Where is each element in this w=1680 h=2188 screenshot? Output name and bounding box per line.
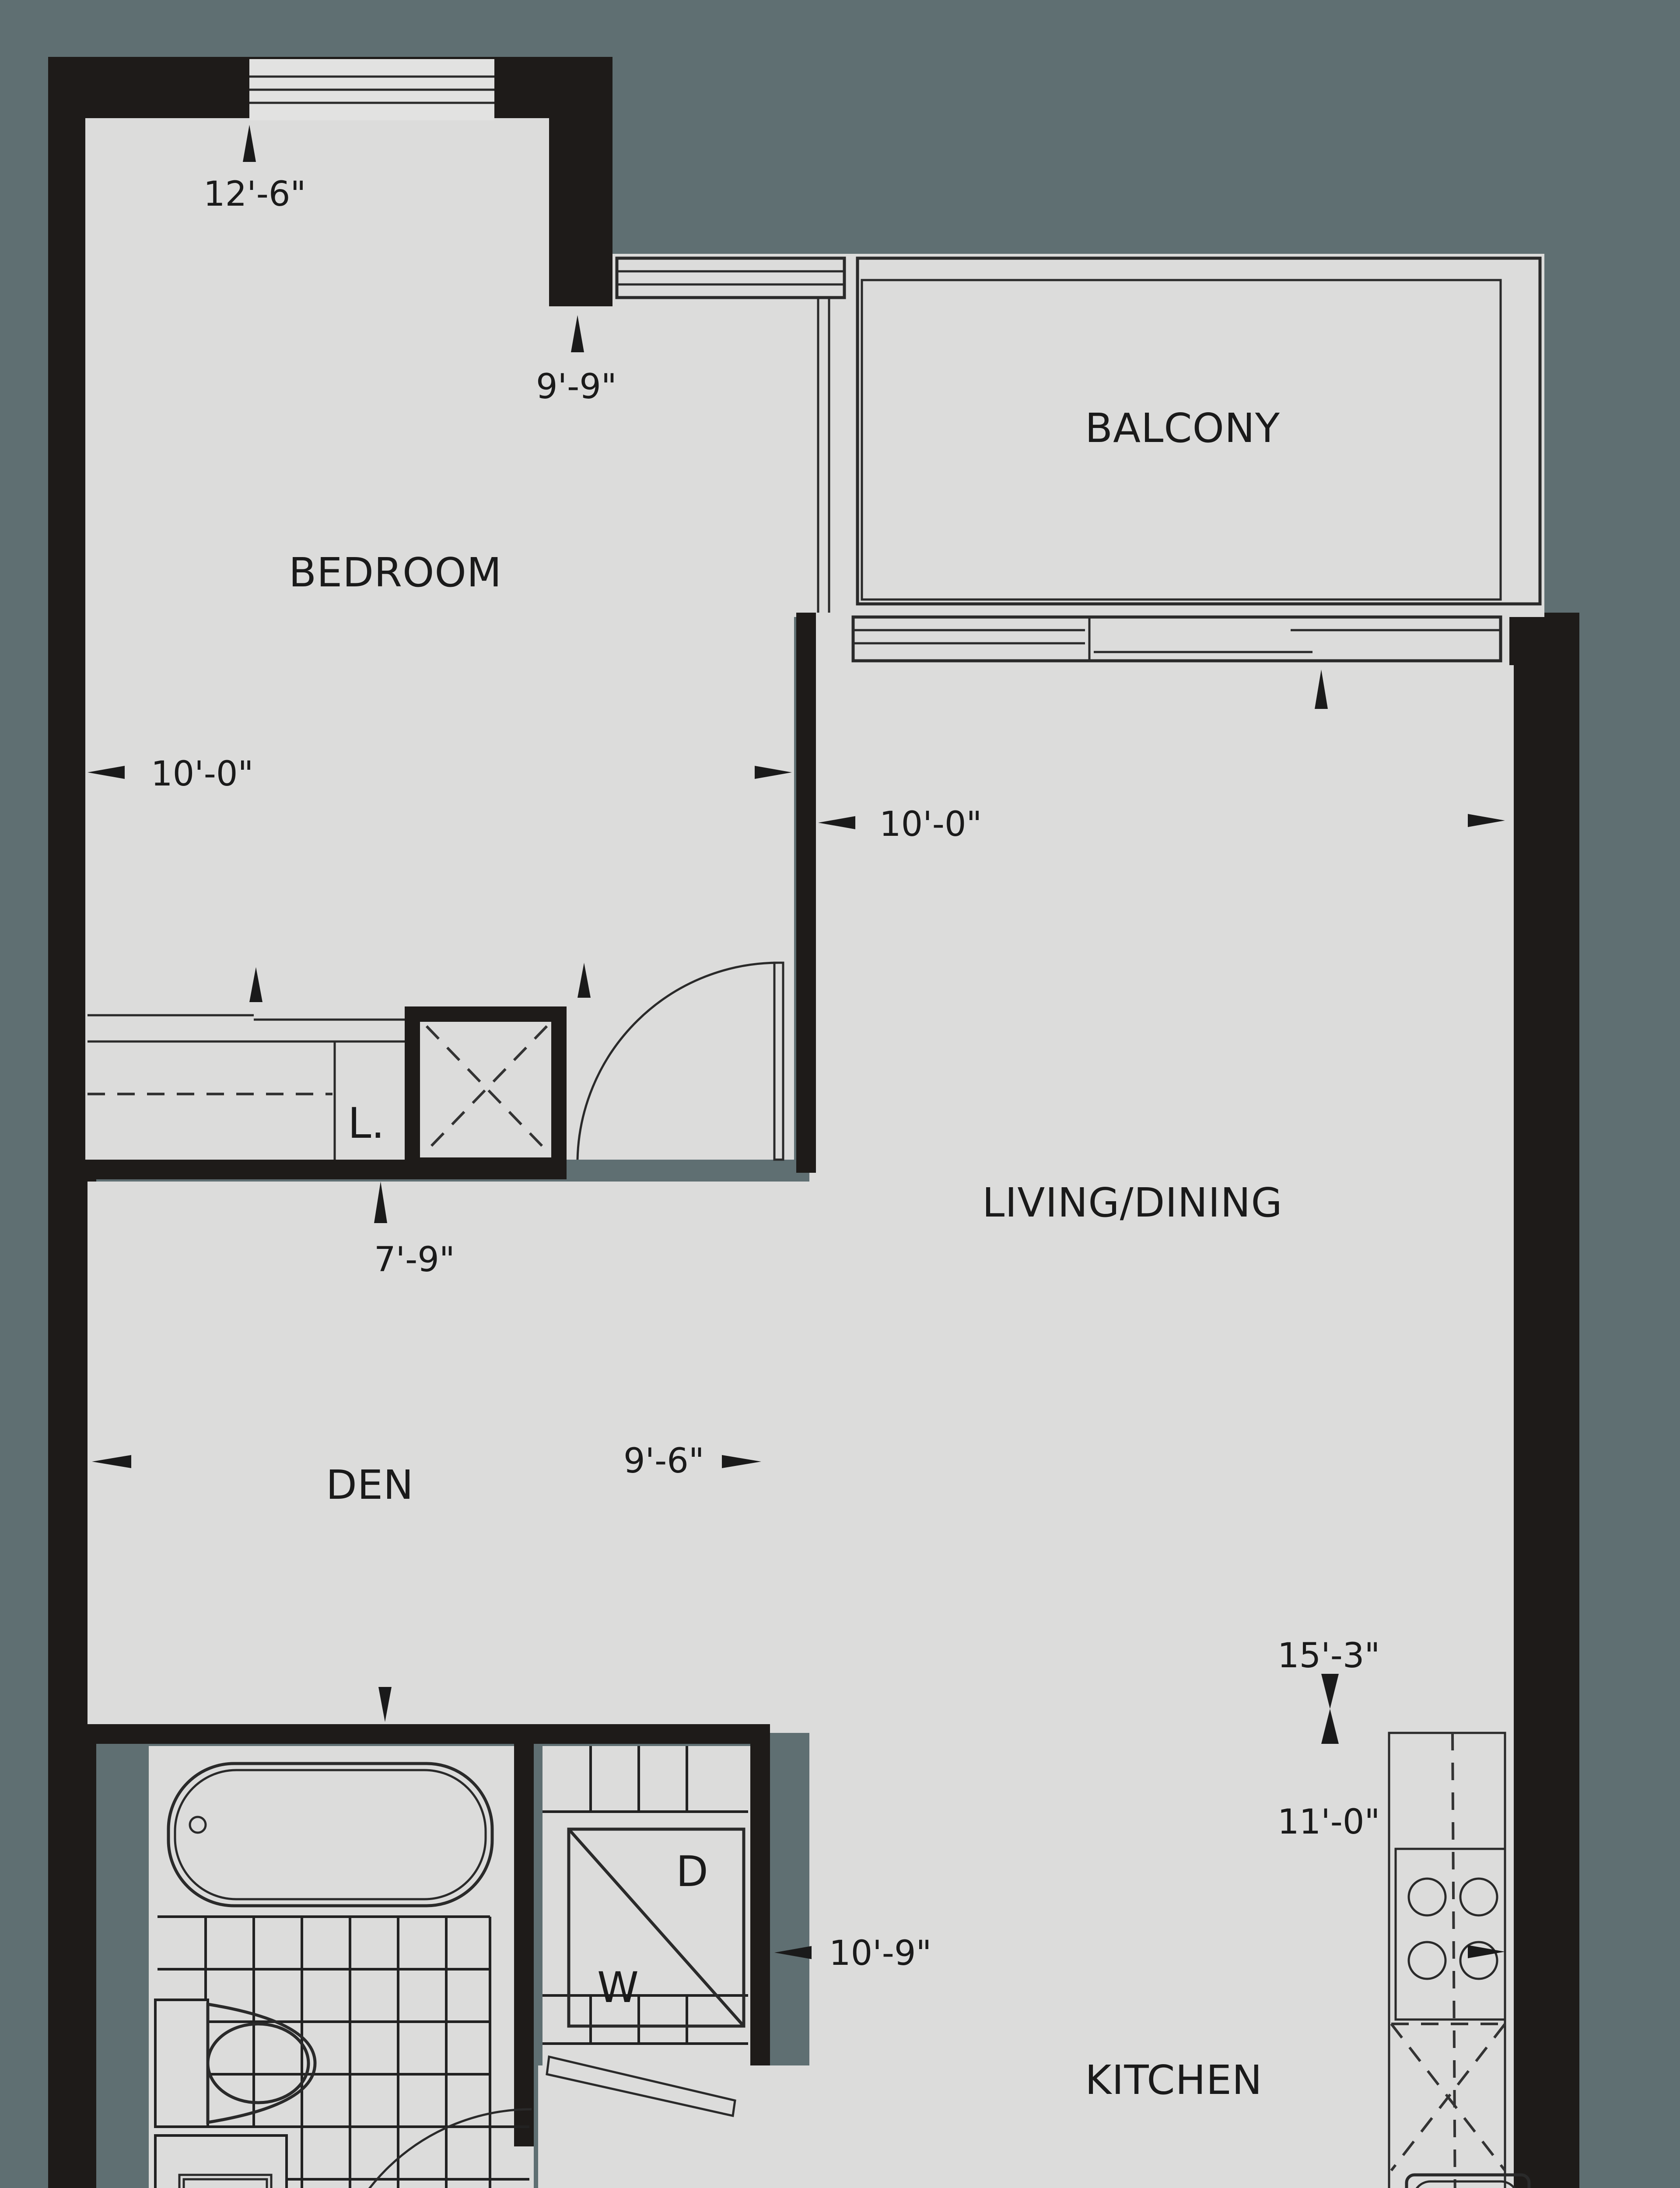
dim-living-width: 10'-0" <box>879 805 982 844</box>
dryer-label: D <box>676 1847 708 1896</box>
dim-bedroom-length: 9'-9" <box>536 367 617 407</box>
bathroom <box>154 1762 532 2188</box>
room-label-kitchen: KITCHEN <box>1085 2057 1263 2104</box>
dimension-arrows <box>88 125 1505 1959</box>
washer-label: W <box>597 1963 639 2012</box>
dim-bedroom-width: 12'-6" <box>203 175 306 214</box>
room-label-den: DEN <box>326 1462 414 1508</box>
bedroom-closet <box>88 961 784 1161</box>
dim-kitchen-length: 11'-0" <box>1278 1802 1380 1842</box>
dim-den-width: 7'-9" <box>374 1240 455 1280</box>
room-label-bedroom: BEDROOM <box>289 549 502 596</box>
dim-den-length: 9'-6" <box>623 1441 704 1481</box>
dim-living-length: 15'-3" <box>1278 1636 1380 1676</box>
dim-kitchen-width: 10'-9" <box>829 1934 931 1973</box>
laundry-closet <box>542 1746 748 2118</box>
room-label-balcony: BALCONY <box>1085 405 1280 452</box>
linen-closet-label: L. <box>348 1099 385 1148</box>
kitchen-counter <box>1388 1732 1531 2188</box>
windows <box>249 59 1542 663</box>
room-label-living-dining: LIVING/DINING <box>982 1179 1283 1226</box>
dim-bedroom-depth: 10'-0" <box>151 754 253 794</box>
